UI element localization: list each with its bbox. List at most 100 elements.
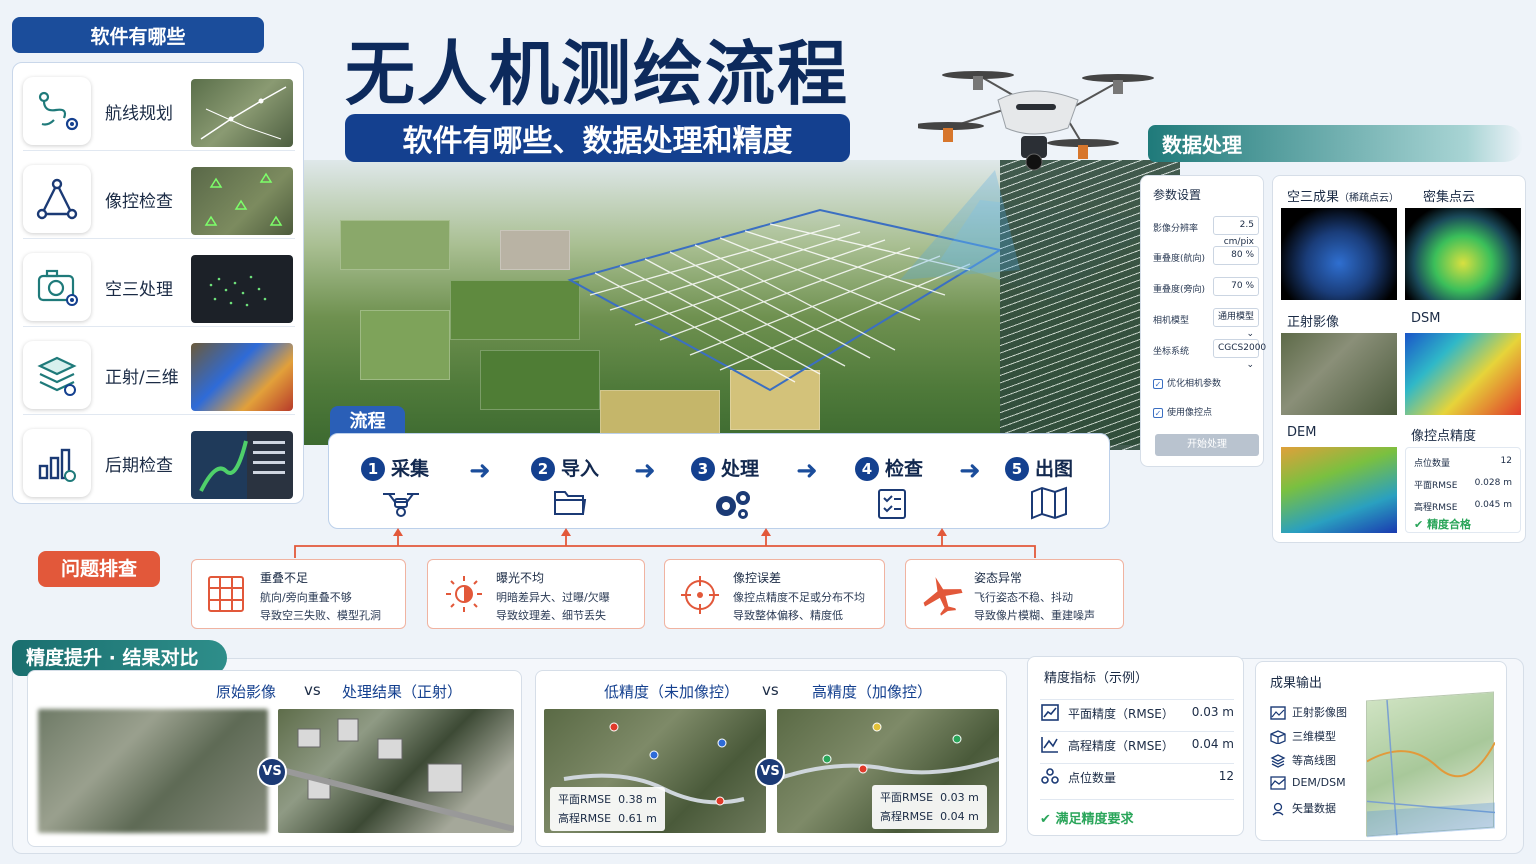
arrow-right-icon: ➜ [469,456,491,486]
param-input-resolution[interactable]: 2.5 cm/pix [1213,216,1259,247]
software-item-aerial-triangulation[interactable]: 空三处理 [23,245,295,327]
arrow-right-icon: ➜ [959,456,981,486]
issue-card-attitude[interactable]: 姿态异常 飞行姿态不稳、抖动 导致像片模糊、重建噪声 [905,559,1124,629]
page-title: 无人机测绘流程 [345,33,849,115]
software-item-label: 像控检查 [105,192,173,212]
param-select-camera-model[interactable]: 通用模型⌄ [1213,308,1259,339]
step-import[interactable]: 2 导入 [531,454,599,481]
software-item-route-planning[interactable]: 航线规划 [23,69,295,151]
step-number: 5 [1005,457,1029,481]
points-icon [1041,768,1059,784]
param-input-forward-overlap[interactable]: 80 % [1213,246,1259,265]
image-icon [1270,706,1286,720]
elevation-chart-icon [1041,737,1058,753]
camera-icon [23,253,91,321]
step-process[interactable]: 3 处理 [691,454,759,481]
output-item-contour[interactable]: 等高线图 [1270,752,1336,768]
line-chart-icon [1041,704,1059,721]
ortho-title: 正射影像 [1287,315,1340,330]
output-item-label: 三维模型 [1292,730,1336,743]
gcp-row-label: 高程RMSE [1414,503,1458,513]
checkbox-optimize-camera[interactable]: ✓优化相机参数 [1153,376,1221,389]
step-number: 2 [531,457,555,481]
checklist-icon [878,489,906,519]
checkmark-icon: ✓ [1153,378,1163,389]
ortho-result-image [277,709,515,833]
compare-right-label: 处理结果（正射） [342,683,463,701]
issue-title: 曝光不均 [496,571,545,585]
gcp-row-value: 12 [1500,456,1512,466]
selected-value: CGCS2000 [1218,343,1267,353]
param-label-forward-overlap: 重叠度(航向) [1153,254,1206,264]
step-label: 处理 [721,458,760,480]
rmse-value: 0.61 m [618,812,657,825]
check-circle-icon: ✔ [1414,518,1424,531]
parameter-settings-panel: 参数设置 影像分辨率 2.5 cm/pix 重叠度(航向) 80 % 重叠度(旁… [1140,175,1266,467]
output-item-3d-model[interactable]: 三维模型 [1270,728,1336,745]
gears-icon [716,491,750,519]
metric-value: 12 [1218,769,1234,783]
high-accuracy-rmse: 平面RMSE 0.03 m 高程RMSE 0.04 m [872,785,987,829]
step-label: 导入 [561,458,600,480]
issue-card-overlap[interactable]: 重叠不足 航向/旁向重叠不够 导致空三失败、模型孔洞 [191,559,406,629]
post-check-thumbnail [191,431,293,499]
troubleshooting-heading: 问题排查 [38,551,160,587]
output-map-image [1366,691,1496,838]
software-item-label: 正射/三维 [105,368,179,388]
metrics-status-label: 满足精度要求 [1055,812,1134,827]
step-number: 3 [691,457,715,481]
metric-label: 高程精度（RMSE） [1068,739,1174,753]
output-item-dem-dsm[interactable]: DEM/DSM [1270,776,1346,790]
step-label: 出图 [1035,458,1074,480]
gcp-row-value: 0.045 m [1474,500,1512,510]
step-label: 检查 [885,458,924,480]
route-icon [23,77,91,145]
gcp-accuracy-table: 点位数量 12 平面RMSE 0.028 m 高程RMSE 0.045 m ✔ … [1405,447,1521,533]
issue-description: 明暗差异大、过曝/欠曝 [496,591,610,604]
software-item-label: 航线规划 [105,104,173,124]
aerial-results-label: 空三成果 [1287,190,1340,205]
accuracy-metrics-panel: 精度指标（示例） 平面精度（RMSE） 0.03 m 高程精度（RMSE） 0.… [1027,656,1244,836]
issue-description: 飞行姿态不稳、抖动 [974,591,1073,604]
step-output[interactable]: 5 出图 [1005,454,1073,481]
param-input-side-overlap[interactable]: 70 % [1213,277,1259,296]
vs-badge: VS [755,757,785,787]
compare-vs-label: vs [762,681,779,699]
outputs-title: 成果输出 [1270,676,1323,691]
cube-icon [1270,730,1286,745]
gcp-row-label: 点位数量 [1414,459,1451,469]
gcp-status-label: 精度合格 [1427,518,1472,531]
arrow-right-icon: ➜ [796,456,818,486]
software-item-post-check[interactable]: 后期检查 [23,421,295,503]
issue-card-exposure[interactable]: 曝光不均 明暗差异大、过曝/欠曝 导致纹理差、细节丢失 [427,559,645,629]
software-item-ortho-3d[interactable]: 正射/三维 [23,333,295,415]
gcp-accuracy-title: 像控点精度 [1411,429,1477,444]
drone-illustration [918,71,1154,171]
rmse-label: 高程RMSE [558,812,612,825]
software-item-label: 空三处理 [105,280,173,300]
output-item-label: 正射影像图 [1292,706,1347,719]
metric-label: 点位数量 [1068,771,1117,785]
flow-heading: 流程 [330,406,405,438]
dense-cloud-title: 密集点云 [1423,190,1476,205]
page-subtitle: 软件有哪些、数据处理和精度 [345,114,850,162]
output-item-vector[interactable]: 矢量数据 [1270,800,1336,816]
issue-card-gcp-error[interactable]: 像控误差 像控点精度不足或分布不均 导致整体偏移、精度低 [664,559,885,629]
start-processing-button[interactable]: 开始处理 [1155,434,1259,456]
metric-row-points: 点位数量 12 [1040,763,1234,789]
gcp-row-value: 0.028 m [1474,478,1512,488]
dsm-title: DSM [1411,311,1441,326]
output-item-label: 矢量数据 [1292,802,1336,815]
output-item-ortho[interactable]: 正射影像图 [1270,704,1347,720]
param-select-coordinate-system[interactable]: CGCS2000⌄ [1213,339,1266,370]
dsm-image [1405,333,1521,415]
dem-image [1281,447,1397,533]
processing-results-panel: 空三成果（稀疏点云） 密集点云 正射影像 DSM DEM 像控点精度 点位数量 … [1272,175,1526,543]
vs-badge: VS [257,757,287,787]
raw-image [38,709,268,833]
checkbox-use-gcp[interactable]: ✓使用像控点 [1153,405,1212,418]
aerial-results-title: 空三成果（稀疏点云） [1287,186,1399,205]
software-item-control-check[interactable]: 像控检查 [23,157,295,239]
